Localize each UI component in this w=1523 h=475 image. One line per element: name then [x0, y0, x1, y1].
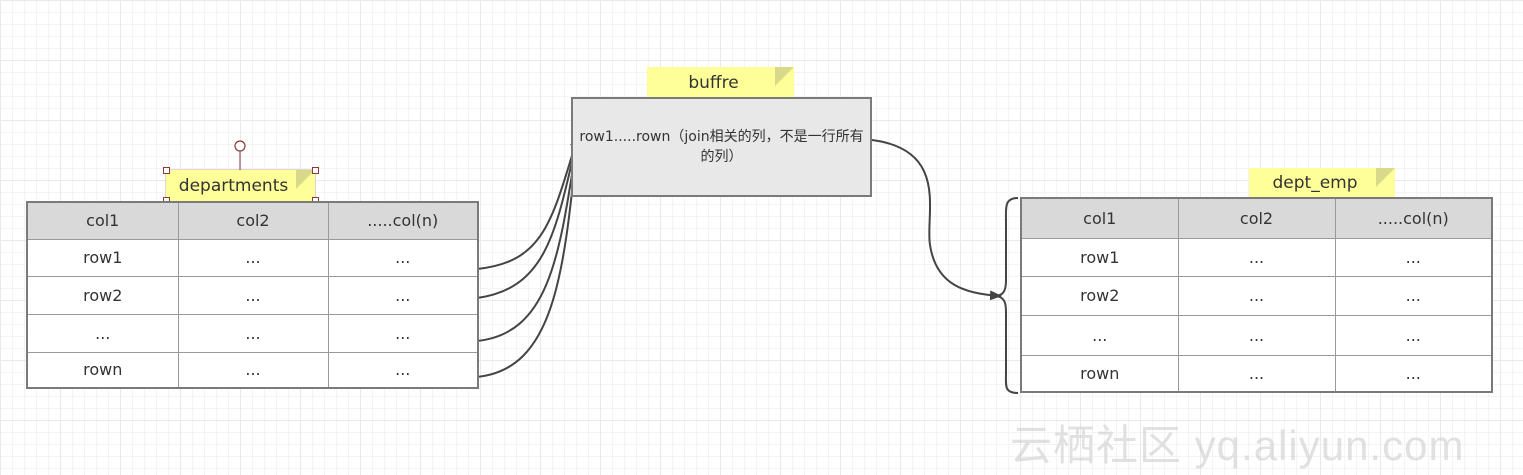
connector-rown-to-buffer	[476, 135, 582, 378]
buffer-box[interactable]: row1.....rown（join相关的列，不是一行所有的列）	[571, 97, 872, 197]
header-cell: .....col(n)	[1334, 197, 1493, 239]
departments-table[interactable]: col1 col2 .....col(n) row1 ... ... row2 …	[26, 201, 479, 389]
table-cell: ...	[1177, 237, 1336, 277]
table-cell: ...	[327, 275, 479, 315]
brace-shape	[995, 197, 1019, 394]
table-cell: row2	[26, 275, 179, 315]
table-cell: ...	[327, 313, 479, 353]
table-row: row2 ... ...	[1020, 275, 1493, 316]
resize-handle-top-right[interactable]	[312, 167, 319, 174]
table-header-row: col1 col2 .....col(n)	[26, 201, 479, 240]
dept-emp-note-label: dept_emp	[1272, 173, 1358, 193]
table-row: row1 ... ...	[26, 238, 479, 277]
header-cell: col2	[177, 201, 329, 240]
table-cell: ...	[1334, 237, 1493, 277]
table-cell: ...	[177, 313, 329, 353]
connector-row2-to-buffer	[476, 135, 581, 299]
table-cell: ...	[177, 275, 329, 315]
table-row: ... ... ...	[26, 313, 479, 353]
header-cell: col1	[1020, 197, 1179, 239]
table-row: rown ... ...	[26, 351, 479, 389]
table-cell: rown	[26, 351, 179, 389]
departments-note[interactable]: departments	[166, 170, 315, 201]
connector-row1-to-buffer	[476, 135, 580, 270]
buffer-note-label: buffre	[688, 72, 739, 93]
table-cell: ...	[1334, 275, 1493, 316]
connector-buffer-to-dept-emp	[871, 139, 1002, 301]
table-row: rown ... ...	[1020, 354, 1493, 393]
header-cell: .....col(n)	[327, 201, 479, 240]
buffer-text: row1.....rown（join相关的列，不是一行所有的列）	[579, 129, 864, 165]
table-cell: ...	[327, 351, 479, 389]
table-cell: rown	[1020, 354, 1179, 393]
table-row: row2 ... ...	[26, 275, 479, 315]
table-cell: ...	[1020, 314, 1179, 356]
table-cell: ...	[1177, 275, 1336, 316]
table-cell: ...	[177, 238, 329, 277]
note-fold-icon	[775, 67, 794, 86]
header-cell: col2	[1177, 197, 1336, 239]
buffer-note[interactable]: buffre	[647, 67, 794, 98]
table-header-row: col1 col2 .....col(n)	[1020, 197, 1493, 239]
table-cell: ...	[1334, 314, 1493, 356]
resize-handle-top-left[interactable]	[163, 167, 170, 174]
table-cell: row2	[1020, 275, 1179, 316]
table-cell: ...	[26, 313, 179, 353]
note-fold-icon	[296, 170, 315, 189]
departments-note-label: departments	[178, 175, 289, 196]
watermark: 云栖社区 yq.aliyun.com	[1010, 422, 1465, 469]
table-cell: ...	[1334, 354, 1493, 393]
connector-row3-to-buffer	[476, 135, 582, 342]
table-row: ... ... ...	[1020, 314, 1493, 356]
note-fold-icon	[1376, 168, 1395, 187]
table-cell: ...	[1177, 354, 1336, 393]
table-cell: ...	[177, 351, 329, 389]
rotate-handle[interactable]	[234, 140, 246, 152]
dept-emp-table[interactable]: col1 col2 .....col(n) row1 ... ... row2 …	[1020, 197, 1493, 393]
table-cell: ...	[327, 238, 479, 277]
table-row: row1 ... ...	[1020, 237, 1493, 277]
dept-emp-note[interactable]: dept_emp	[1249, 168, 1395, 198]
table-cell: row1	[26, 238, 179, 277]
table-cell: ...	[1177, 314, 1336, 356]
table-cell: row1	[1020, 237, 1179, 277]
header-cell: col1	[26, 201, 179, 240]
